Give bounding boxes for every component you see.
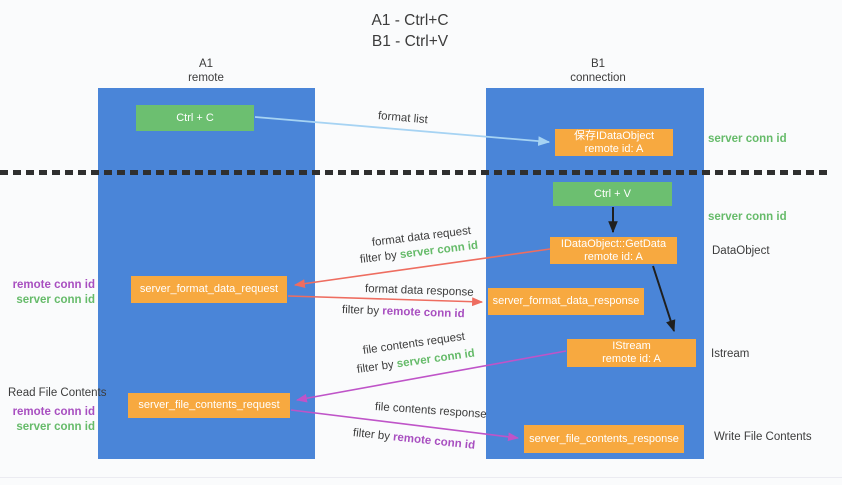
filter-by-text: filter by — [356, 358, 398, 376]
node-file-response-label: server_file_contents_response — [529, 432, 679, 445]
node-format-response-label: server_format_data_response — [492, 295, 640, 307]
column-a1-id: A1 — [198, 58, 214, 70]
annotation-server-conn-id-1: server conn id — [16, 293, 95, 306]
node-istream-line2: remote id: A — [602, 353, 661, 365]
label-filter-by-remote-conn-id-1: filter by remote conn id — [342, 304, 465, 320]
server-conn-id-text: server conn id — [396, 347, 476, 371]
column-b1-id: B1 — [590, 58, 606, 70]
label-format-list: format list — [377, 110, 429, 127]
node-format-request-label: server_format_data_request — [139, 283, 279, 295]
column-a1-role: remote — [188, 72, 224, 84]
diagram-title: A1 - Ctrl+C B1 - Ctrl+V — [310, 10, 510, 52]
node-save-idataobject-line1: 保存IDataObject — [573, 129, 655, 142]
label-file-contents-response: file contents response — [374, 401, 488, 421]
filter-by-text: filter by — [341, 304, 383, 318]
filter-by-text: filter by — [352, 427, 394, 444]
node-istream-line1: IStream — [612, 340, 651, 352]
node-ctrl-c-label: Ctrl + C — [176, 111, 214, 124]
annotation-write-file-contents: Write File Contents — [714, 431, 812, 443]
node-ctrl-v-label: Ctrl + V — [594, 187, 631, 200]
annotation-server-conn-id-top: server conn id — [708, 133, 787, 145]
annotation-conn-ids-file: remote conn id server conn id — [0, 405, 95, 434]
session-divider-dashed-line — [0, 170, 830, 175]
node-save-idataobject-line2: remote id: A — [584, 142, 644, 155]
title-line-b1: B1 - Ctrl+V — [371, 33, 449, 50]
column-header-a1: A1 remote — [146, 57, 266, 85]
annotation-server-conn-id-2: server conn id — [16, 420, 95, 433]
node-save-idataobject: 保存IDataObject remote id: A — [555, 129, 673, 156]
filter-by-text: filter by — [359, 249, 401, 266]
node-ctrl-v: Ctrl + V — [553, 182, 672, 206]
remote-conn-id-text: remote conn id — [382, 305, 465, 321]
node-file-request-label: server_file_contents_request — [138, 399, 280, 411]
node-server-file-contents-request: server_file_contents_request — [128, 393, 290, 418]
annotation-istream: Istream — [711, 348, 750, 360]
annotation-dataobject: DataObject — [712, 245, 770, 257]
node-server-format-data-request: server_format_data_request — [131, 276, 287, 303]
label-filter-by-remote-conn-id-2: filter by remote conn id — [352, 427, 475, 452]
node-ctrl-c: Ctrl + C — [136, 105, 254, 131]
annotation-read-file-contents: Read File Contents — [8, 387, 107, 399]
node-server-file-contents-response: server_file_contents_response — [524, 425, 684, 453]
node-istream: IStream remote id: A — [567, 339, 696, 367]
column-header-b1: B1 connection — [538, 57, 658, 85]
node-getdata-line2: remote id: A — [584, 250, 643, 263]
node-getdata-line1: IDataObject::GetData — [560, 237, 667, 250]
bottom-edge-line — [0, 477, 842, 478]
remote-conn-id-text: remote conn id — [392, 431, 476, 452]
annotation-server-conn-id-mid: server conn id — [708, 211, 787, 223]
annotation-conn-ids-format: remote conn id server conn id — [0, 278, 95, 307]
annotation-remote-conn-id-1: remote conn id — [12, 279, 95, 291]
annotation-remote-conn-id-2: remote conn id — [12, 406, 95, 418]
title-line-a1: A1 - Ctrl+C — [371, 12, 449, 29]
node-idataobject-getdata: IDataObject::GetData remote id: A — [550, 237, 677, 264]
node-server-format-data-response: server_format_data_response — [488, 288, 644, 315]
label-format-data-response: format data response — [364, 283, 474, 299]
column-b1-role: connection — [570, 72, 626, 84]
